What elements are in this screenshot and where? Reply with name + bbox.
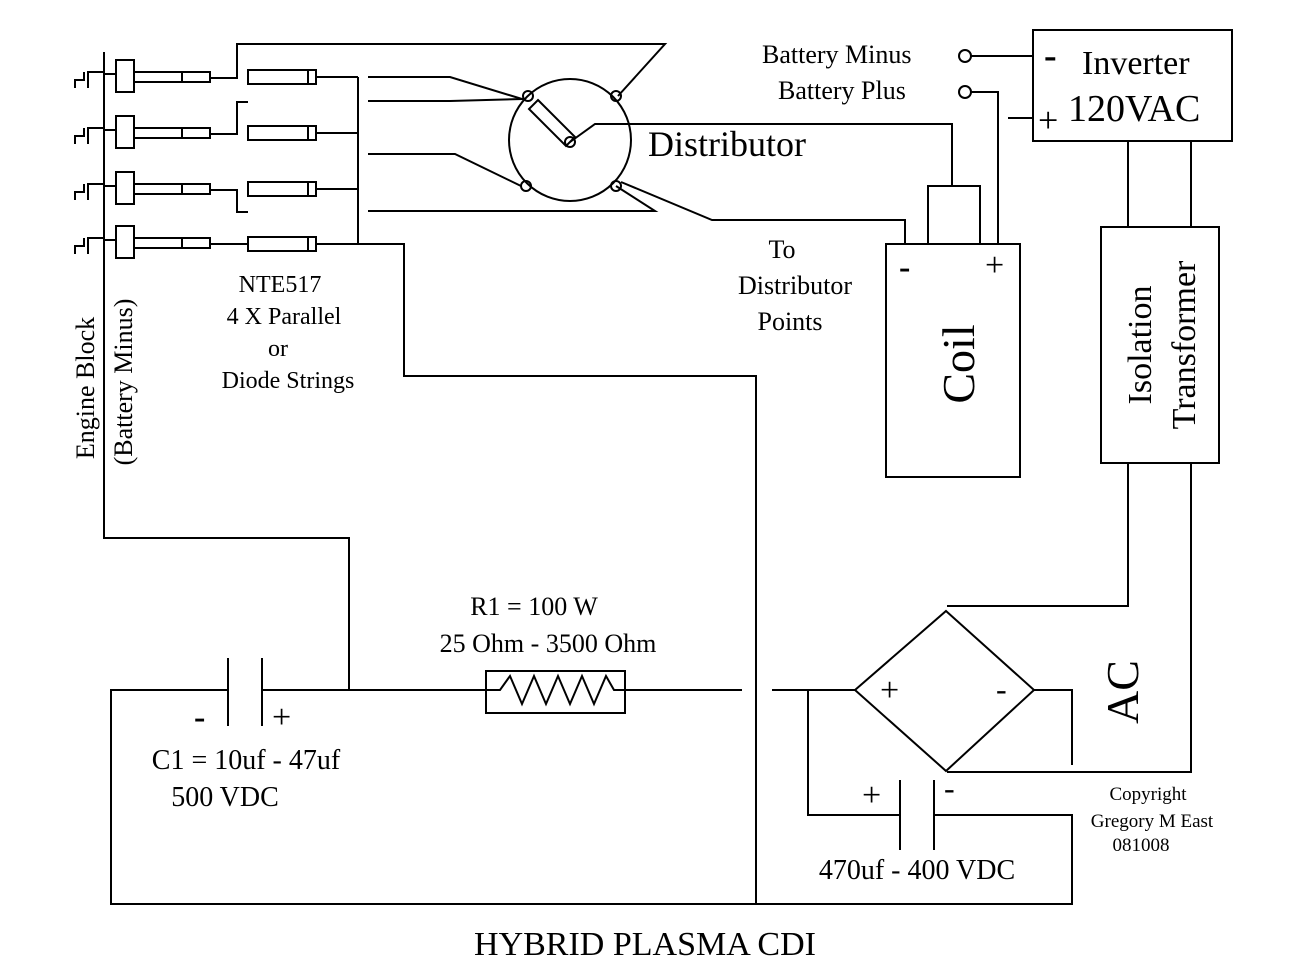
distributor-label: Distributor <box>648 124 806 164</box>
spark-plug-2 <box>74 115 211 149</box>
inverter-box <box>1032 29 1233 142</box>
inverter-minus-label: - <box>1044 35 1057 77</box>
spark-plug-3 <box>74 171 211 205</box>
capacitor-c2 <box>756 780 1073 905</box>
c1-label-2: 500 VDC <box>171 782 279 813</box>
copyright-line-1: Copyright <box>1109 784 1187 805</box>
r1-label-2: 25 Ohm - 3500 Ohm <box>440 629 657 658</box>
c2-label: 470uf - 400 VDC <box>819 855 1015 886</box>
transformer-label: Transformer <box>1166 260 1203 429</box>
r1-label-1: R1 = 100 W <box>470 592 598 621</box>
inverter-label: Inverter <box>1082 45 1190 82</box>
bridge-minus-label: - <box>996 671 1007 707</box>
resistor-c1-loop <box>103 52 756 905</box>
bridge-rectifier <box>772 609 1073 816</box>
coil-plus-label: + <box>985 247 1004 284</box>
copyright-line-3: 081008 <box>1113 835 1170 856</box>
diode-3 <box>247 181 317 197</box>
copyright-line-2: Gregory M East <box>1091 811 1214 832</box>
distributor-cap <box>508 78 632 202</box>
to-points-line-2: Distributor <box>738 271 852 300</box>
coil-label: Coil <box>933 324 984 403</box>
diode-2 <box>247 125 317 141</box>
spark-plugs <box>74 59 211 259</box>
diode-label-1: NTE517 <box>239 272 322 298</box>
isolation-transformer <box>947 141 1220 773</box>
bridge-plus-label: + <box>880 672 899 709</box>
transformer-box <box>1100 226 1220 464</box>
c1-label-1: C1 = 10uf - 47uf <box>152 745 341 776</box>
isolation-label: Isolation <box>1122 286 1159 405</box>
resistor-r1 <box>485 670 626 714</box>
diode-label-4: Diode Strings <box>222 368 355 394</box>
spark-plug-4 <box>74 225 211 259</box>
labels: Battery Minus Battery Plus - Inverter + … <box>71 35 1214 963</box>
to-points-line-1: To <box>768 235 795 264</box>
ac-label: AC <box>1097 660 1148 724</box>
spark-plug-1 <box>74 59 211 93</box>
inverter <box>958 29 1233 244</box>
diode-1 <box>247 69 317 85</box>
diagram-title: HYBRID PLASMA CDI <box>474 926 816 963</box>
diode-label-3: or <box>268 336 288 362</box>
battery-minus-label: Battery Minus <box>762 40 912 69</box>
c2-plus-label: + <box>862 777 881 814</box>
distributor <box>368 76 953 244</box>
coil <box>885 185 1021 478</box>
coil-minus-label: - <box>899 249 910 286</box>
diode-label-2: 4 X Parallel <box>227 304 342 330</box>
battery-minus-ground-label: (Battery Minus) <box>109 299 138 466</box>
c2-minus-label: - <box>944 770 955 806</box>
diodes <box>210 43 757 904</box>
battery-plus-label: Battery Plus <box>778 76 906 105</box>
to-points-line-3: Points <box>757 307 822 336</box>
inverter-plus-label: + <box>1038 100 1058 140</box>
inverter-output-label: 120VAC <box>1068 88 1200 130</box>
engine-block-label: Engine Block <box>71 317 100 459</box>
c1-plus-label: + <box>272 699 291 736</box>
diode-4 <box>247 236 317 252</box>
c1-minus-label: - <box>194 699 205 736</box>
